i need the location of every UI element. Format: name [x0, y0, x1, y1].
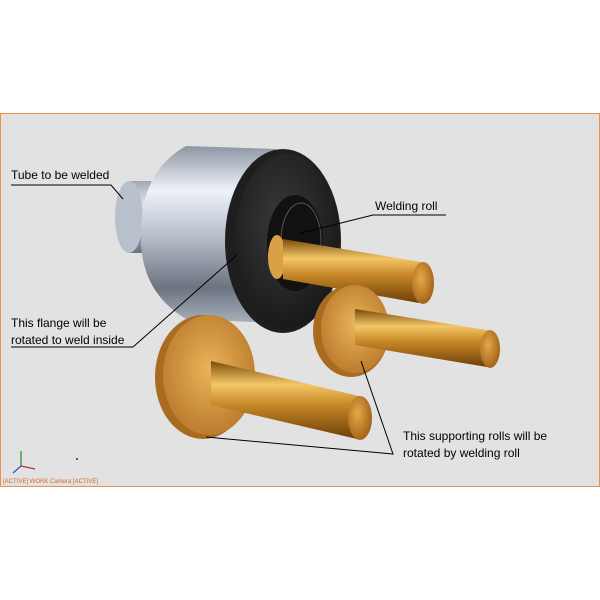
- label-supporting-line1: This supporting rolls will be: [403, 429, 548, 443]
- welding-roll-collar: [268, 235, 286, 279]
- label-supporting-line2: rotated by welding roll: [403, 446, 520, 460]
- welding-roll-shaft: [283, 239, 427, 303]
- supporting-roll-front-shaft: [211, 361, 363, 439]
- leader-flange: [11, 254, 238, 348]
- leader-tube: [11, 184, 124, 200]
- supporting-roll-right-end: [480, 330, 500, 368]
- leader-welding-roll: [300, 214, 446, 234]
- supporting-roll-right-shaft: [355, 309, 493, 367]
- assembly-scene: [11, 146, 500, 474]
- welding-roll: [268, 235, 434, 304]
- supporting-roll-front: [155, 315, 372, 440]
- label-welding-roll: Welding roll: [375, 199, 438, 213]
- supporting-roll-right: [313, 285, 500, 377]
- supporting-roll-front-end: [348, 396, 372, 440]
- xyz-axis-triad-icon: [12, 451, 78, 474]
- label-tube: Tube to be welded: [11, 168, 110, 182]
- camera-label: [ACTIVE] WORK Camera [ACTIVE]: [3, 479, 99, 485]
- label-flange-line2: rotated to weld inside: [11, 333, 125, 347]
- leader-supporting: [205, 360, 394, 455]
- label-flange-line1: This flange will be: [11, 316, 107, 330]
- tube-small-end: [115, 181, 143, 253]
- welding-roll-end: [412, 262, 434, 304]
- cad-viewport[interactable]: Tube to be welded Welding roll This flan…: [0, 113, 600, 487]
